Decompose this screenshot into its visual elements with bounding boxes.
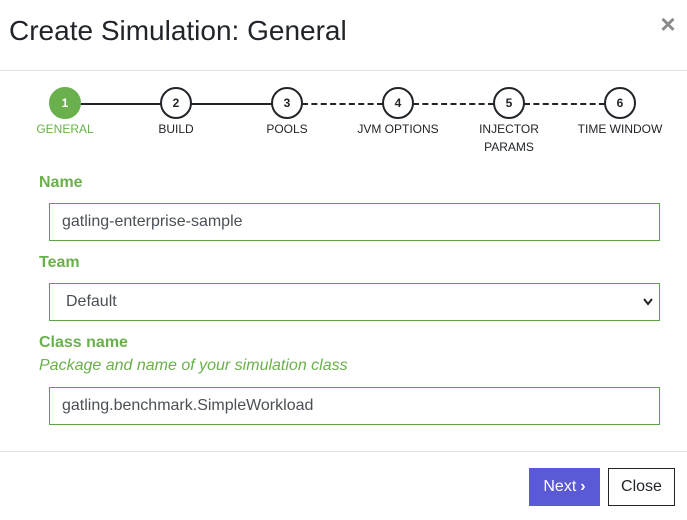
step-4-circle[interactable]: 4 <box>382 87 414 119</box>
step-connector-5-6 <box>524 103 605 105</box>
modal-header: Create Simulation: General × <box>0 0 687 71</box>
class-name-label: Class name <box>39 334 128 351</box>
close-icon[interactable]: × <box>660 9 676 39</box>
step-5-circle[interactable]: 5 <box>493 87 525 119</box>
modal-footer <box>0 451 687 520</box>
step-3-circle[interactable]: 3 <box>271 87 303 119</box>
step-connector-4-5 <box>413 103 494 105</box>
next-button-label: Next <box>543 478 577 495</box>
team-select[interactable]: Default <box>49 283 660 321</box>
chevron-down-icon <box>641 284 655 320</box>
team-select-value: Default <box>66 293 117 310</box>
chevron-right-icon: › <box>580 478 586 495</box>
step-2-circle[interactable]: 2 <box>160 87 192 119</box>
next-button[interactable]: Next› <box>529 468 600 506</box>
step-4-label: JVM OPTIONS <box>357 122 439 136</box>
name-label: Name <box>39 174 83 191</box>
step-5-label: INJECTOR PARAMS <box>449 120 569 156</box>
step-connector-2-3 <box>191 103 272 105</box>
step-5-label-line2: PARAMS <box>484 140 534 154</box>
step-1-circle[interactable]: 1 <box>49 87 81 119</box>
class-name-help: Package and name of your simulation clas… <box>39 357 348 374</box>
step-connector-3-4 <box>302 103 383 105</box>
step-1-label: GENERAL <box>36 122 94 136</box>
modal-title: Create Simulation: General <box>9 15 347 46</box>
step-connector-1-2 <box>80 103 161 105</box>
class-name-input[interactable] <box>49 387 660 425</box>
close-button[interactable]: Close <box>608 468 675 506</box>
step-5-label-line1: INJECTOR <box>479 122 539 136</box>
name-input[interactable] <box>49 203 660 241</box>
step-6-circle[interactable]: 6 <box>604 87 636 119</box>
team-label: Team <box>39 254 80 271</box>
step-3-label: POOLS <box>266 122 308 136</box>
step-6-label: TIME WINDOW <box>577 122 663 136</box>
step-2-label: BUILD <box>158 122 194 136</box>
